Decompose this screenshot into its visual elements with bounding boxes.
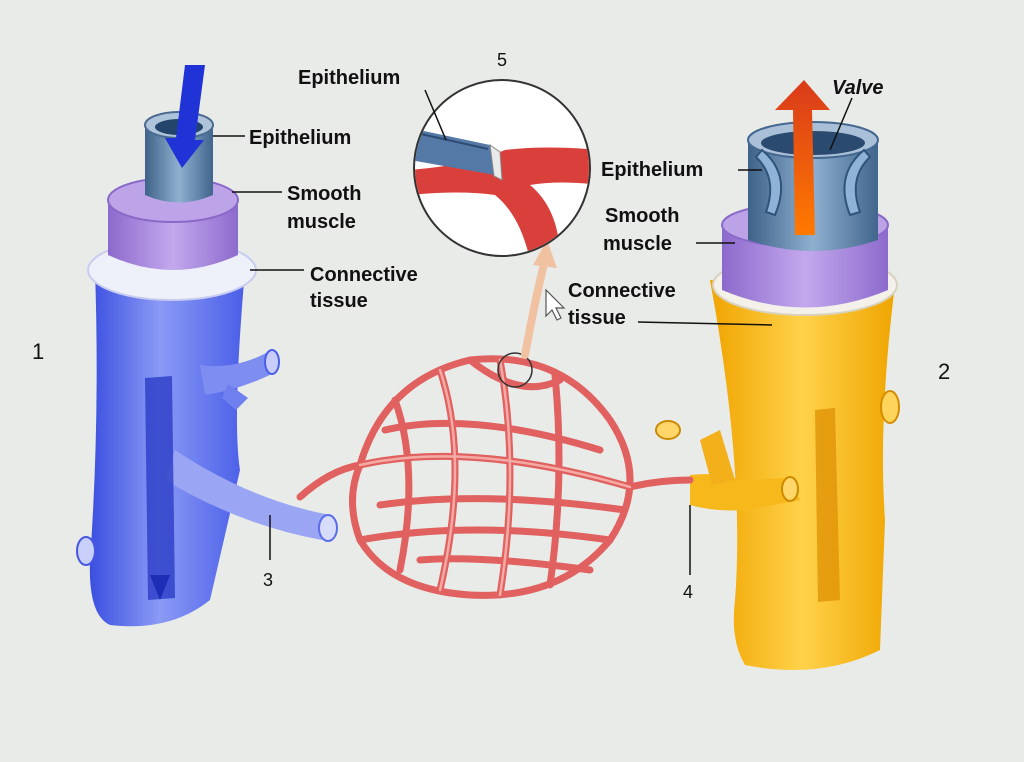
label-right-epithelium: Epithelium	[601, 159, 704, 181]
label-number-5: 5	[497, 50, 508, 70]
label-number-4: 4	[683, 582, 694, 602]
label-top-epithelium: Epithelium	[298, 67, 401, 89]
vein-vessel	[76, 65, 338, 627]
label-right-smooth-line1: Smooth	[605, 205, 680, 227]
label-left-connective-line2: tissue	[310, 290, 368, 312]
label-number-3: 3	[263, 570, 274, 590]
label-number-2: 2	[938, 359, 951, 384]
label-left-connective-line1: Connective	[310, 264, 418, 286]
label-right-smooth-line2: muscle	[603, 233, 672, 255]
magnify-marker	[497, 352, 533, 388]
label-left-smooth-line2: muscle	[287, 211, 356, 233]
label-left-epithelium: Epithelium	[249, 127, 352, 149]
label-right-connective-line1: Connective	[568, 280, 676, 302]
artery-vessel	[655, 80, 900, 670]
label-number-1: 1	[32, 339, 45, 364]
inset-magnified-view	[413, 79, 591, 257]
zoom-arrow	[521, 256, 549, 359]
cursor-icon	[545, 288, 566, 321]
leader-lines	[213, 89, 853, 575]
label-valve: Valve	[832, 77, 884, 99]
label-left-smooth-line1: Smooth	[287, 183, 362, 205]
capillary-bed	[296, 355, 694, 599]
label-right-connective-line2: tissue	[568, 307, 626, 329]
